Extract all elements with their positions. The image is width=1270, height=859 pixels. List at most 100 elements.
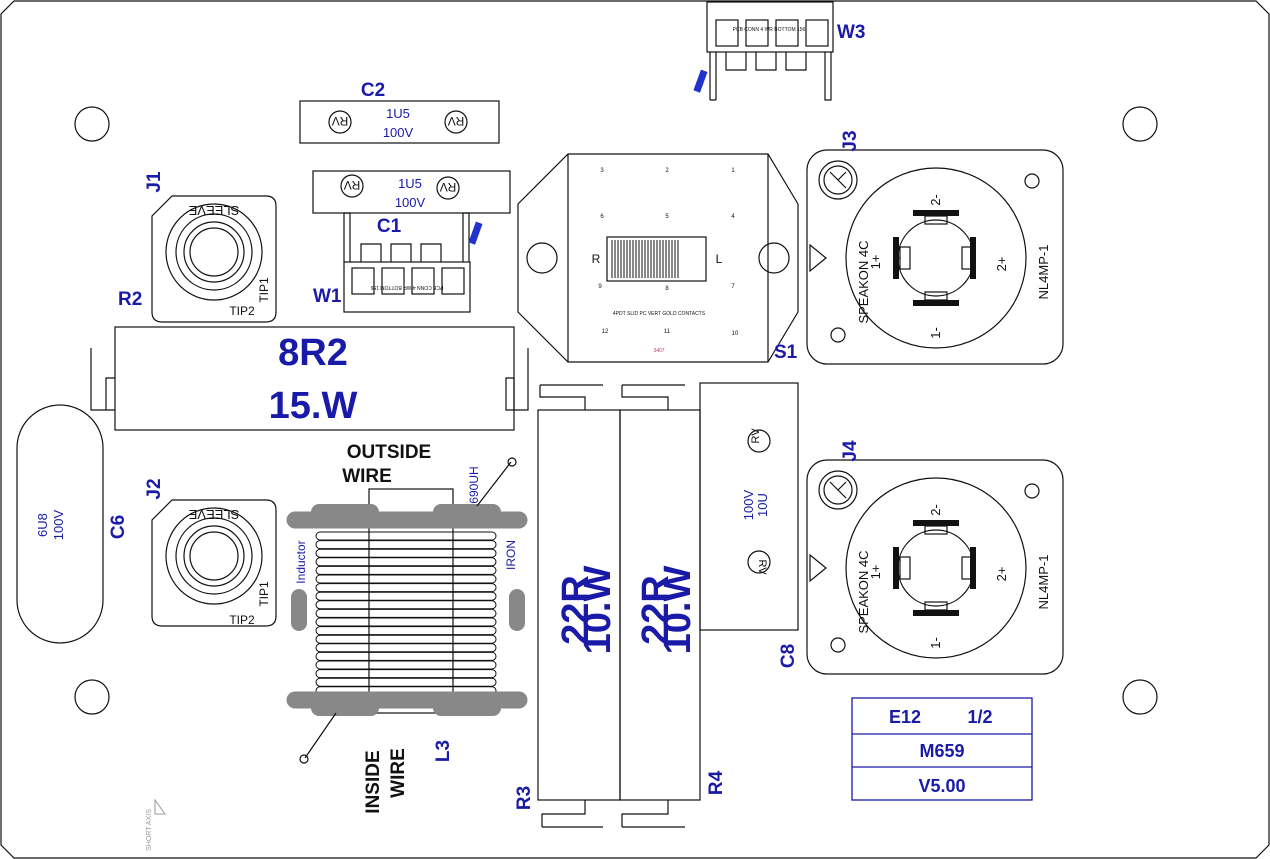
j4-p2m: 2- <box>928 504 943 516</box>
c8-ref: C8 <box>778 644 799 668</box>
j2-sleeve: SLEEVE <box>188 507 239 522</box>
resistor-r4: 22R 10.W <box>619 384 701 828</box>
title-row1-a: E12 <box>889 707 921 727</box>
coil-turn <box>315 651 497 661</box>
c6-voltage: 100V <box>51 509 66 540</box>
r4-power: 10.W <box>657 566 699 655</box>
c8-pol-top: RV <box>750 428 762 444</box>
j4-p1p: 1+ <box>868 565 883 580</box>
jack-j2: SLEEVE TIP1 TIP2 <box>151 499 277 627</box>
coil-turn <box>315 565 497 575</box>
title-row2: M659 <box>919 741 964 761</box>
w1-ref: W1 <box>313 286 342 307</box>
w1-body-text: PCB CONN 4 WR BOTTOM 156 <box>370 284 443 290</box>
title-block: E12 1/2 M659 V5.00 <box>851 697 1033 801</box>
coil-turn <box>315 540 497 550</box>
j3-p2m: 2- <box>928 194 943 206</box>
speakon-j3: SPEAKON 4C NL4MP-1 1+ 1- 2+ 2- <box>806 149 1064 365</box>
r3-value: 22R <box>555 575 597 645</box>
s1-r-label: R <box>592 252 601 266</box>
l3-outside-2: WIRE <box>342 466 392 487</box>
s1-pin-number: 10 <box>732 331 739 337</box>
c2-pol-left: RV <box>332 114 348 128</box>
c1-pol-left: RV <box>344 178 360 192</box>
j2-tip1: TIP1 <box>257 581 271 607</box>
s1-pin-number: 12 <box>602 329 609 335</box>
c8-pol-bottom: RV <box>756 559 768 575</box>
j3-ref: J3 <box>840 130 861 151</box>
l3-core: IRON <box>504 540 518 570</box>
j4-p1m: 1- <box>928 637 943 649</box>
l3-inside-2: WIRE <box>388 748 409 798</box>
c2-value: 1U5 <box>386 106 410 121</box>
c2-ref: C2 <box>361 80 385 101</box>
j3-p1m: 1- <box>928 327 943 339</box>
mounting-hole <box>74 106 110 142</box>
r3-power: 10.W <box>577 566 619 655</box>
j3-p1p: 1+ <box>868 255 883 270</box>
coil-turn <box>315 660 497 670</box>
c2-pol-right: RV <box>448 114 464 128</box>
coil-turn <box>315 583 497 593</box>
s1-pin-number: 2 <box>665 168 669 174</box>
j3-p2p: 2+ <box>994 257 1009 272</box>
r2-power: 15.W <box>269 385 358 427</box>
r4-value: 22R <box>635 575 677 645</box>
j3-part: NL4MP-1 <box>1036 245 1051 300</box>
w3-body-text: PCB CONN 4 WR BOTTOM 156 <box>733 27 806 33</box>
connector-w1: PCB CONN 4 WR BOTTOM 156 <box>343 212 483 313</box>
w3-ref: W3 <box>837 22 866 43</box>
r2-ref: R2 <box>118 289 142 310</box>
capacitor-c6: 6U8 100V <box>16 404 104 644</box>
capacitor-c8: RV RV 100V 10U <box>699 382 799 631</box>
c6-ref: C6 <box>108 515 129 539</box>
j4-ref: J4 <box>840 440 861 462</box>
capacitor-c1: RV RV 1U5 100V <box>312 170 511 214</box>
jack-j1: SLEEVE TIP1 TIP2 <box>151 195 277 323</box>
c8-value: 10U <box>755 493 770 517</box>
coil-turn <box>315 669 497 679</box>
r3-ref: R3 <box>514 786 535 810</box>
s1-pin-number: 8 <box>665 286 669 292</box>
l3-value: 690UH <box>467 466 481 503</box>
coil-turn <box>315 677 497 687</box>
s1-part: 3407 <box>653 348 664 354</box>
s1-ref: S1 <box>774 342 798 363</box>
r2-value: 8R2 <box>278 332 348 374</box>
coil-turn <box>315 591 497 601</box>
j1-tip1: TIP1 <box>257 277 271 303</box>
coil-turn <box>315 548 497 558</box>
c1-ref: C1 <box>377 216 402 237</box>
j1-tip2: TIP2 <box>229 304 255 318</box>
c1-voltage: 100V <box>395 195 426 210</box>
connector-w3: PCB CONN 4 WR BOTTOM 156 <box>693 1 834 101</box>
j4-brand: SPEAKON 4C <box>856 550 871 633</box>
coil-turn <box>315 574 497 584</box>
c1-value: 1U5 <box>398 176 422 191</box>
l3-type: Inductor <box>294 540 308 583</box>
c2-voltage: 100V <box>383 125 414 140</box>
s1-desc: 4PDT SLID PC VERT GOLD CONTACTS <box>613 311 706 317</box>
resistor-r3: 22R 10.W <box>537 384 621 828</box>
inductor-l3: 690UH Inductor IRON <box>286 457 528 764</box>
mounting-hole <box>74 679 110 715</box>
speakon-j4: SPEAKON 4C NL4MP-1 1+ 1- 2+ 2- <box>806 459 1064 675</box>
s1-pin-number: 7 <box>731 284 735 290</box>
l3-outside-1: OUTSIDE <box>347 442 431 463</box>
s1-l-label: L <box>716 252 723 266</box>
j2-ref: J2 <box>144 478 165 499</box>
coil-turn <box>315 531 497 541</box>
s1-pin-number: 1 <box>731 168 735 174</box>
capacitor-c2: RV RV 1U5 100V <box>299 100 500 144</box>
j1-ref: J1 <box>144 171 165 193</box>
coil-turn <box>315 643 497 653</box>
l3-ref: L3 <box>433 740 454 762</box>
coil-turn <box>315 600 497 610</box>
s1-pin-number: 4 <box>731 214 735 220</box>
s1-pin-number: 9 <box>598 284 602 290</box>
r4-ref: R4 <box>706 770 727 795</box>
j3-brand: SPEAKON 4C <box>856 240 871 323</box>
s1-pin-number: 3 <box>600 168 604 174</box>
